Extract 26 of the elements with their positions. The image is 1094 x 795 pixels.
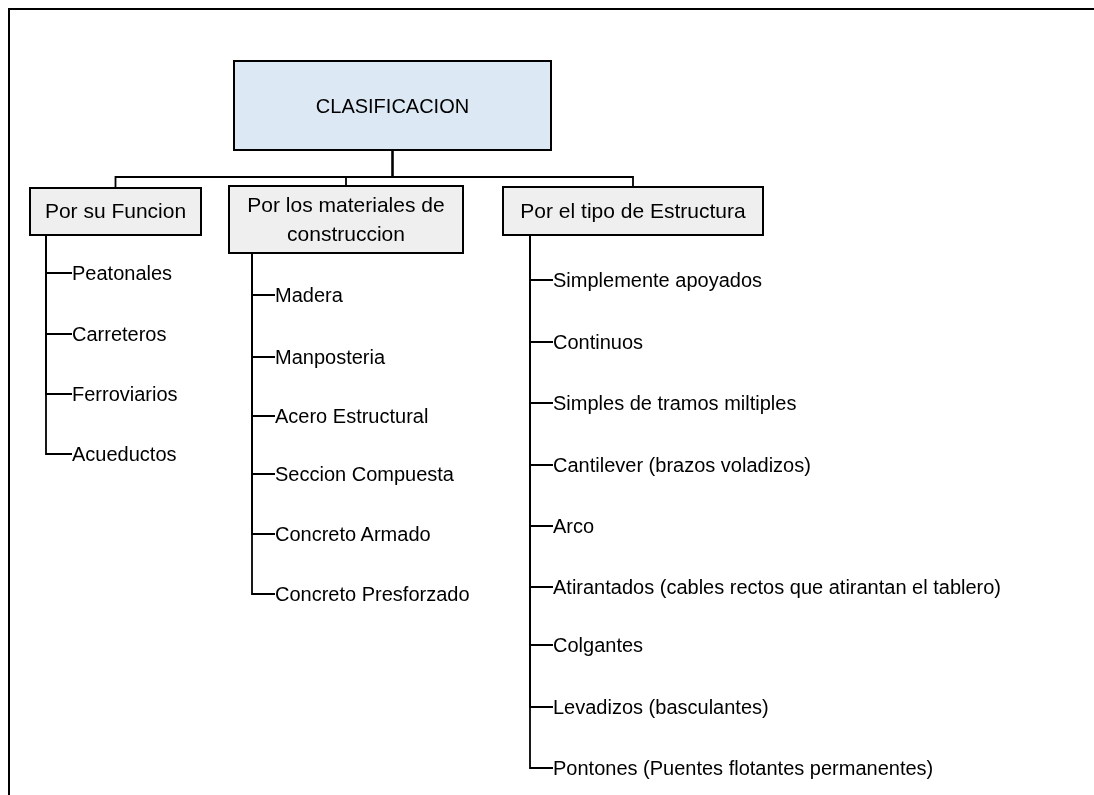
category-box: Por el tipo de Estructura xyxy=(502,186,764,236)
item-label: Ferroviarios xyxy=(72,381,178,407)
item-label: Manposteria xyxy=(275,344,386,370)
connector-line xyxy=(45,235,73,455)
category-box: Por su Funcion xyxy=(29,187,202,236)
item-label: Concreto Presforzado xyxy=(275,581,470,607)
item-label: Seccion Compuesta xyxy=(275,461,454,487)
item-label: Simples de tramos miltiples xyxy=(553,390,797,416)
category-box: Por los materiales de construccion xyxy=(228,185,464,254)
item-label: Carreteros xyxy=(72,321,167,347)
item-label: Arco xyxy=(553,513,595,539)
item-label: Cantilever (brazos voladizos) xyxy=(553,452,811,478)
item-label: Colgantes xyxy=(553,632,644,658)
item-label: Simplemente apoyados xyxy=(553,267,762,293)
item-label: Levadizos (basculantes) xyxy=(553,694,769,720)
item-label: Pontones (Puentes flotantes permanentes) xyxy=(553,755,934,781)
connector-line xyxy=(391,150,634,187)
item-label: Continuos xyxy=(553,329,644,355)
item-label: Acero Estructural xyxy=(275,403,429,429)
item-label: Peatonales xyxy=(72,260,173,286)
item-label: Concreto Armado xyxy=(275,521,431,547)
connector-line xyxy=(251,253,276,595)
item-label: Madera xyxy=(275,282,343,308)
item-label: Atirantados (cables rectos que atirantan el tablero) xyxy=(553,574,1002,600)
item-label: Acueductos xyxy=(72,441,177,467)
root-box: CLASIFICACION xyxy=(233,60,552,151)
